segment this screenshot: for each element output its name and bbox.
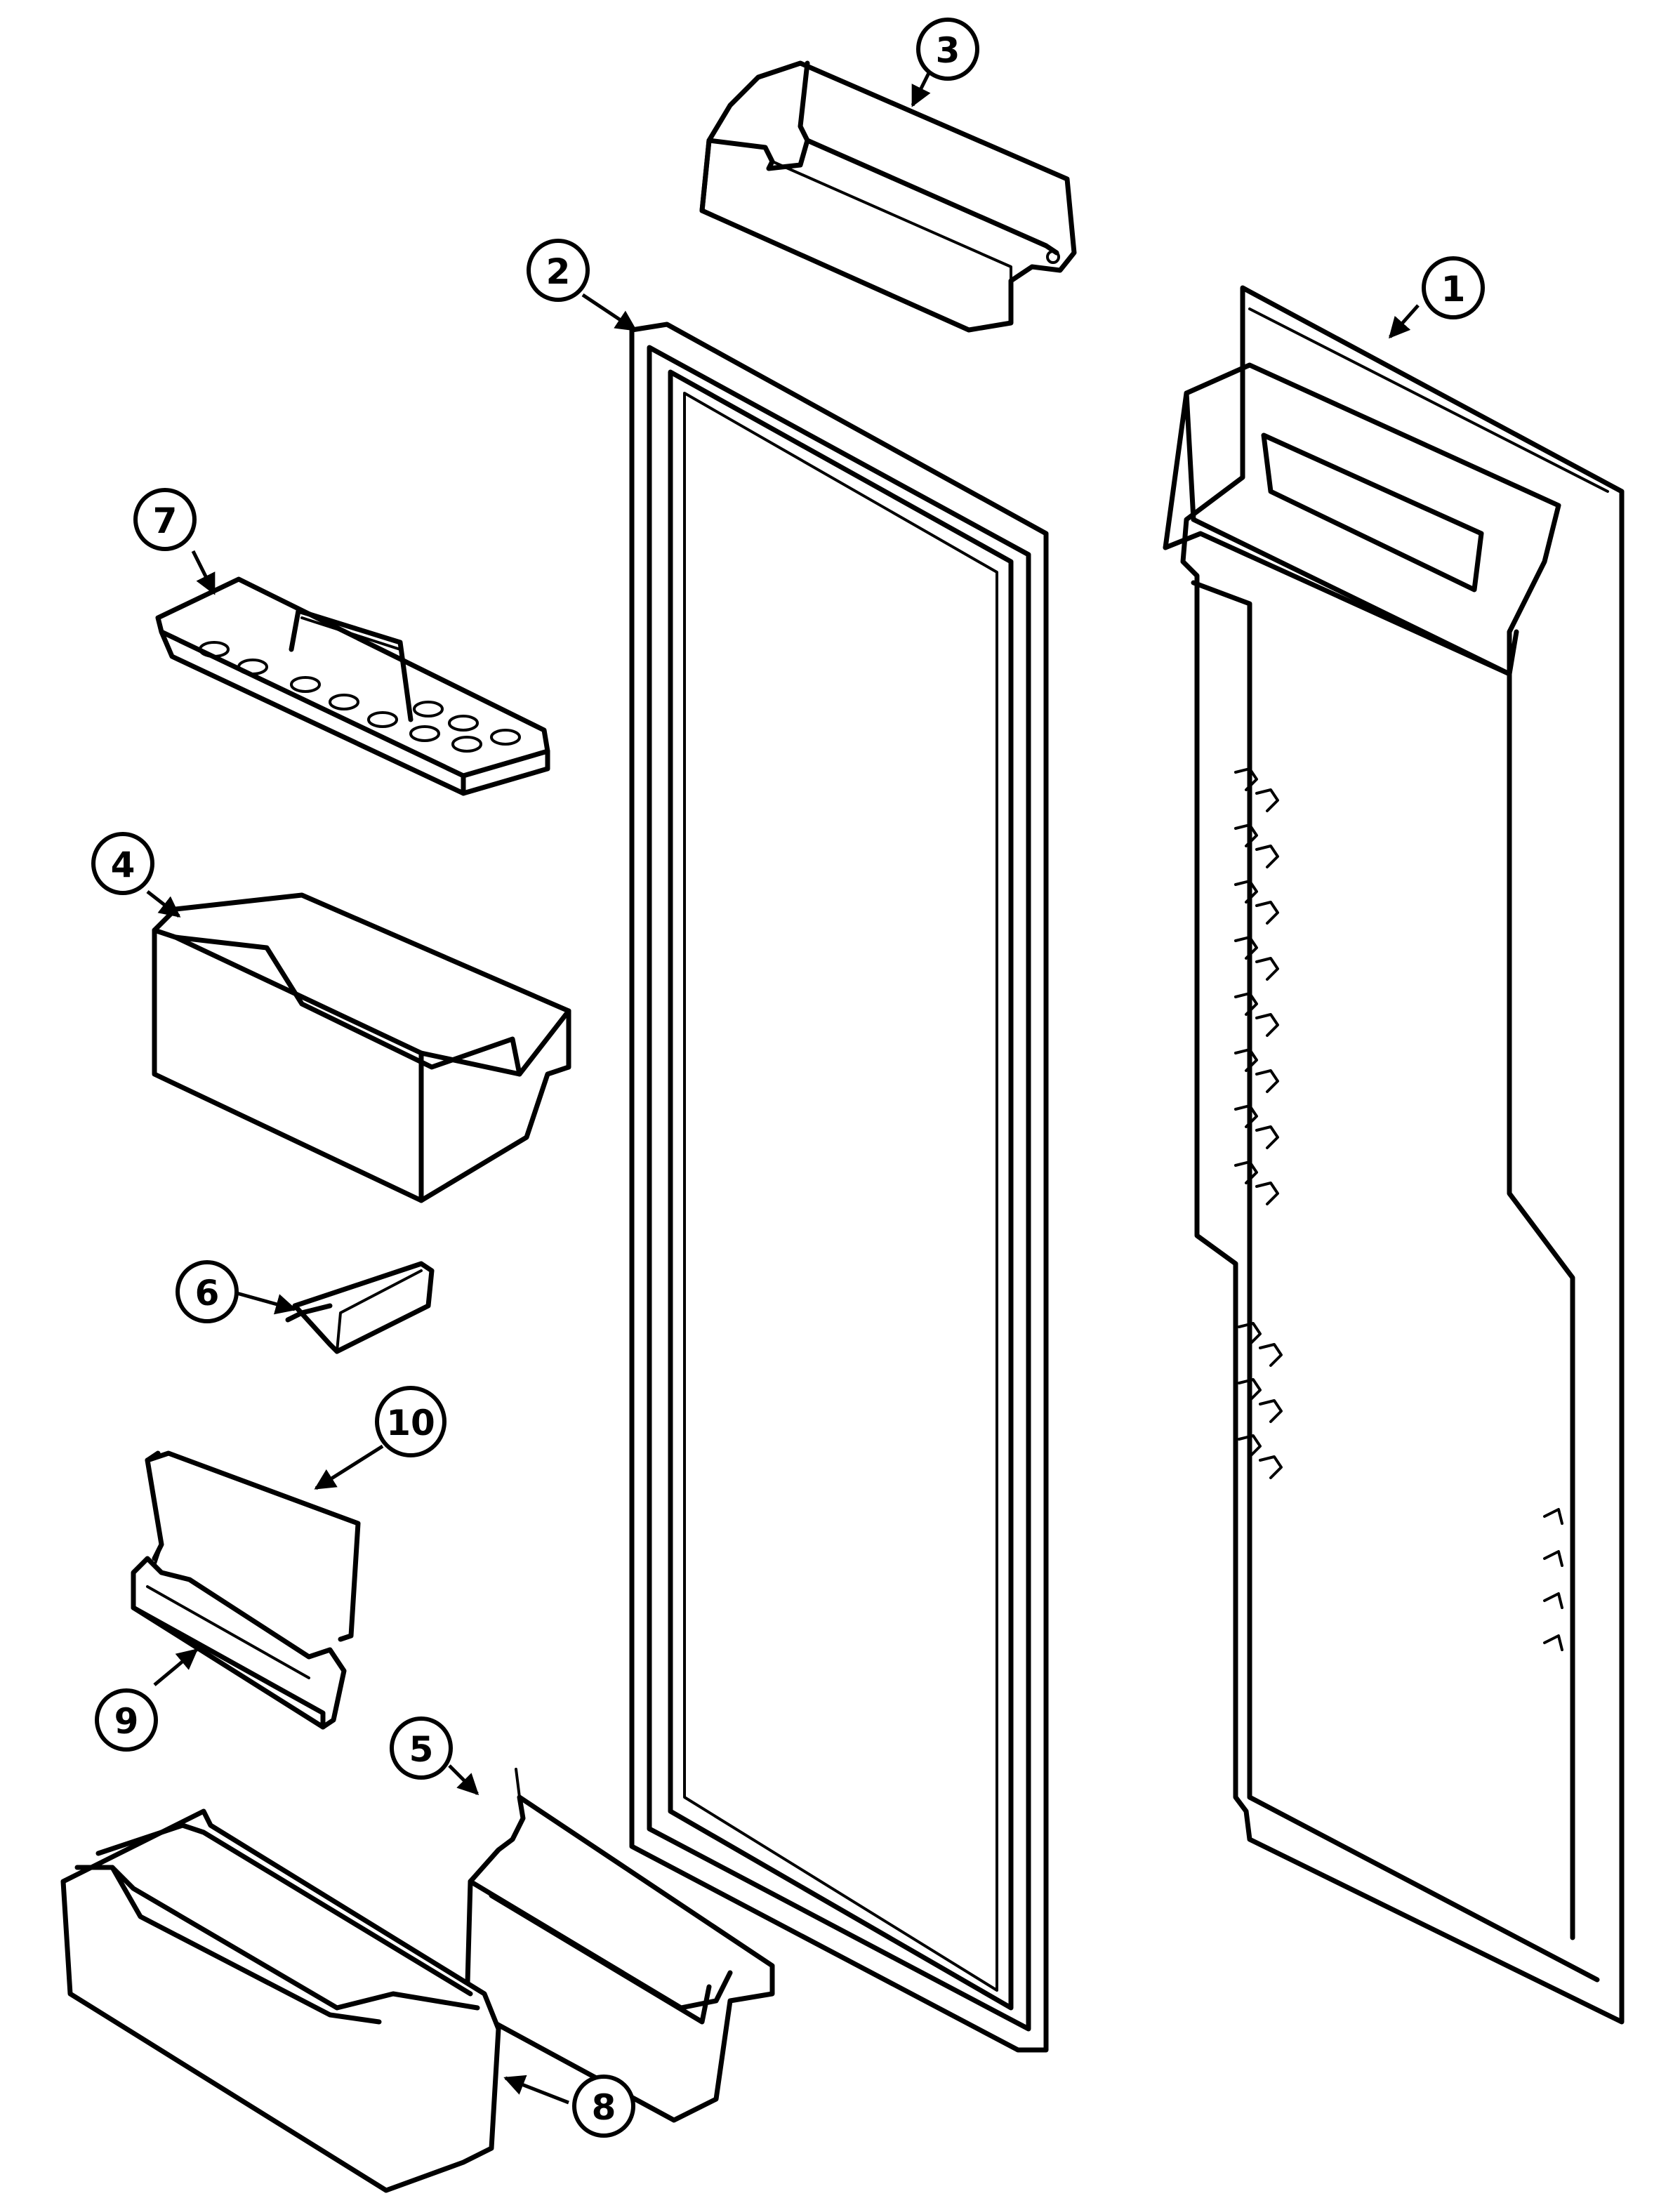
callout-1: 1 <box>1422 256 1485 319</box>
leader-4 <box>146 890 181 918</box>
egg-cups <box>199 641 521 753</box>
egg-tray <box>155 576 550 796</box>
door-gasket <box>629 322 1049 2053</box>
leader-lines <box>146 69 1420 2105</box>
leader-7 <box>191 550 216 595</box>
door-liner <box>1163 285 1625 2025</box>
callout-10: 10 <box>375 1386 447 1457</box>
callout-6: 6 <box>176 1260 239 1323</box>
callout-8: 8 <box>572 2075 635 2138</box>
door-bin <box>152 892 571 1203</box>
callout-8-label: 8 <box>592 2087 616 2128</box>
dairy-door <box>699 60 1077 333</box>
callout-4: 4 <box>91 832 154 895</box>
callout-9-label: 9 <box>114 1701 139 1742</box>
leader-9 <box>153 1648 199 1686</box>
retainer-bar-base <box>131 1556 347 1730</box>
shelf-hooks-upper <box>1234 767 1279 1205</box>
leader-3 <box>911 69 932 107</box>
callout-3: 3 <box>916 18 979 81</box>
callout-4-label: 4 <box>111 845 135 885</box>
shelf-hooks-lower <box>1238 1322 1563 1651</box>
leader-10 <box>314 1444 384 1490</box>
wire-retainer <box>145 1450 361 1642</box>
callout-2-label: 2 <box>546 251 571 292</box>
leader-2 <box>581 293 637 332</box>
callout-7-label: 7 <box>153 501 178 541</box>
callout-5: 5 <box>390 1716 453 1780</box>
callout-9: 9 <box>95 1688 158 1752</box>
callout-1-label: 1 <box>1441 269 1466 310</box>
leader-5 <box>448 1764 479 1796</box>
leader-6 <box>231 1290 297 1315</box>
callout-2: 2 <box>527 239 590 302</box>
shelf-clip <box>285 1261 435 1354</box>
leader-1 <box>1389 304 1420 339</box>
callout-10-label: 10 <box>386 1403 435 1443</box>
callout-3-label: 3 <box>936 30 960 71</box>
callout-5-label: 5 <box>409 1729 434 1770</box>
callout-6-label: 6 <box>195 1273 220 1314</box>
callout-7: 7 <box>133 488 197 551</box>
door-bin-bottom <box>60 1808 501 2193</box>
leader-8 <box>503 2075 569 2105</box>
door-shelf <box>464 1768 775 2123</box>
